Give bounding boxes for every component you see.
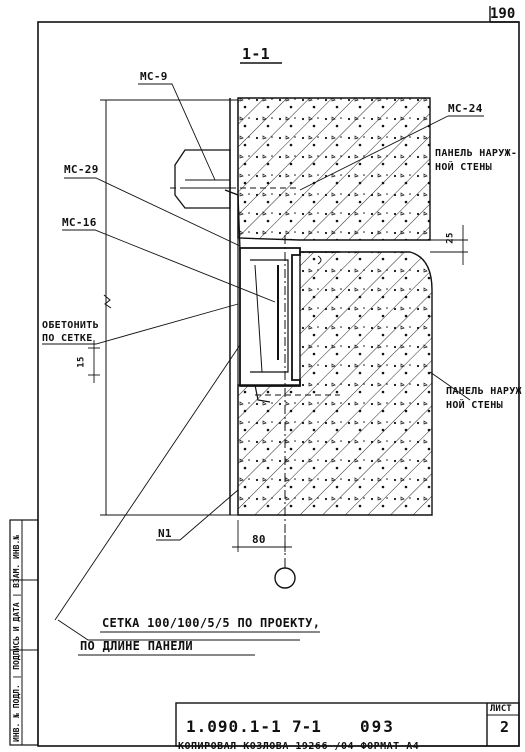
label-node-number: N1 bbox=[158, 527, 172, 540]
label-mc16: МС-16 bbox=[62, 216, 97, 229]
label-mc9: МС-9 bbox=[140, 70, 168, 83]
label-outer-panel-bot-1: ПАНЕЛЬ НАРУЖ bbox=[446, 386, 522, 397]
label-outer-panel-bot-2: НОЙ СТЕНЫ bbox=[446, 400, 503, 411]
side-stamp: ИНВ. № ПОДЛ. | ПОДПИСЬ И ДАТА | ВЗАМ. ИН… bbox=[10, 520, 38, 745]
side-stamp-text: ИНВ. № ПОДЛ. | ПОДПИСЬ И ДАТА | ВЗАМ. ИН… bbox=[12, 534, 21, 742]
dimension-25: 25 bbox=[445, 232, 456, 244]
section-label: 1-1 bbox=[242, 45, 270, 63]
footer-copyist: КОПИРОВАЛ КОЗЛОВА 19266 /04 ФОРМАТ А4 bbox=[178, 741, 420, 752]
label-outer-panel-top-2: НОЙ СТЕНЫ bbox=[435, 162, 492, 173]
drawing-page: 093 bbox=[360, 717, 395, 736]
sheet-number: 2 bbox=[500, 718, 510, 736]
sheet-label: ЛИСТ bbox=[490, 704, 512, 714]
dimension-80: 80 bbox=[252, 533, 266, 546]
drawing-issue: 7-1 bbox=[292, 717, 321, 736]
mesh-note-line-2: ПО ДЛИНЕ ПАНЕЛИ bbox=[80, 639, 193, 653]
drawing-code: 1.090.1-1 bbox=[186, 717, 282, 736]
label-mc24: МС-24 bbox=[448, 102, 483, 115]
label-mc29: МС-29 bbox=[64, 163, 99, 176]
dimension-15: 15 bbox=[76, 356, 87, 368]
label-plaster-1: ОБЕТОНИТЬ bbox=[42, 320, 99, 331]
page-number: 190 bbox=[490, 6, 516, 22]
mesh-note-line-1: СЕТКА 100/100/5/5 ПО ПРОЕКТУ, bbox=[102, 616, 321, 630]
label-plaster-2: ПО СЕТКЕ bbox=[42, 333, 93, 344]
label-outer-panel-top-1: ПАНЕЛЬ НАРУЖ- bbox=[435, 148, 518, 159]
